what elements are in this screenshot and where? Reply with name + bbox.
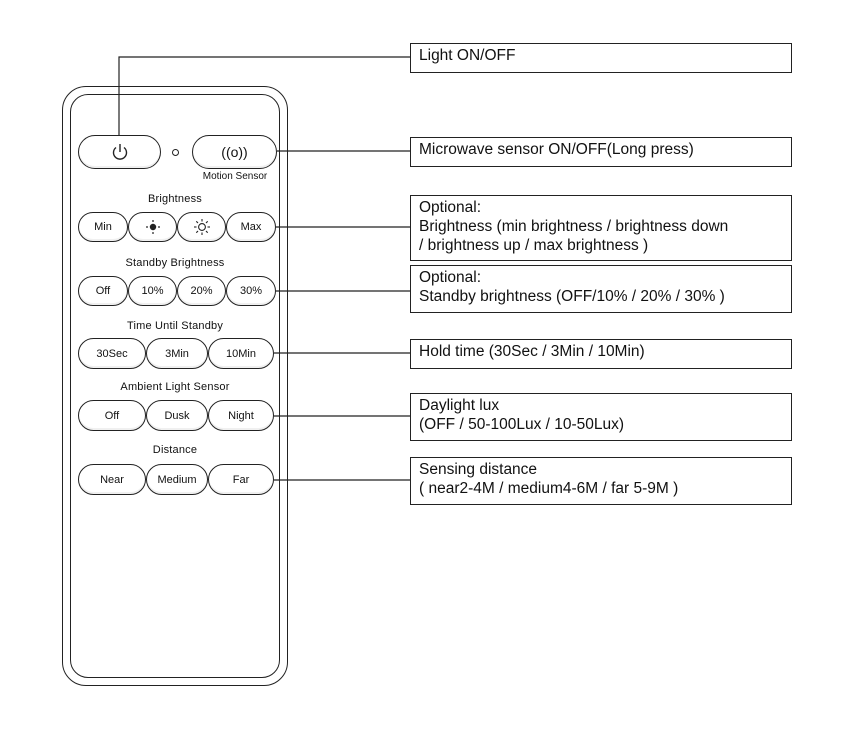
time-title: Time Until Standby — [126, 320, 224, 332]
indicator-led — [172, 149, 179, 156]
ambient-night-button[interactable]: Night — [208, 400, 274, 431]
ambient-dusk-button[interactable]: Dusk — [146, 400, 208, 431]
motion-sensor-icon: ((o)) — [221, 144, 248, 160]
callout-microwave: Microwave sensor ON/OFF(Long press) — [410, 137, 792, 167]
distance-far-button[interactable]: Far — [208, 464, 274, 495]
callout-hold: Hold time (30Sec / 3Min / 10Min) — [410, 339, 792, 369]
distance-medium-button[interactable]: Medium — [146, 464, 208, 495]
motion-sensor-button[interactable]: ((o)) — [192, 135, 277, 169]
distance-row: Near Medium Far — [78, 464, 276, 495]
distance-near-button[interactable]: Near — [78, 464, 146, 495]
distance-title: Distance — [152, 444, 198, 456]
sun-filled-icon — [145, 220, 160, 234]
callout-standby: Optional: Standby brightness (OFF/10% / … — [410, 265, 792, 313]
power-icon — [112, 144, 127, 160]
ambient-title: Ambient Light Sensor — [120, 381, 230, 393]
brightness-row: Min Max — [78, 212, 276, 242]
standby-row: Off 10% 20% 30% — [78, 276, 276, 306]
brightness-up-button[interactable] — [177, 212, 226, 242]
brightness-title: Brightness — [148, 193, 202, 205]
standby-20-button[interactable]: 20% — [177, 276, 226, 306]
callout-brightness: Optional: Brightness (min brightness / b… — [410, 195, 792, 261]
time-30sec-button[interactable]: 30Sec — [78, 338, 146, 369]
time-3min-button[interactable]: 3Min — [146, 338, 208, 369]
motion-sensor-label: Motion Sensor — [202, 171, 268, 182]
callout-sensing: Sensing distance ( near2-4M / medium4-6M… — [410, 457, 792, 505]
brightness-min-button[interactable]: Min — [78, 212, 128, 242]
standby-10-button[interactable]: 10% — [128, 276, 177, 306]
standby-title: Standby Brightness — [125, 257, 225, 269]
power-button[interactable] — [78, 135, 161, 169]
standby-off-button[interactable]: Off — [78, 276, 128, 306]
ambient-off-button[interactable]: Off — [78, 400, 146, 431]
sun-outline-icon — [193, 219, 210, 235]
brightness-max-button[interactable]: Max — [226, 212, 276, 242]
remote-body — [62, 86, 288, 686]
brightness-down-button[interactable] — [128, 212, 177, 242]
remote-inner-bezel — [70, 94, 280, 678]
time-10min-button[interactable]: 10Min — [208, 338, 274, 369]
callout-light: Light ON/OFF — [410, 43, 792, 73]
ambient-row: Off Dusk Night — [78, 400, 276, 431]
standby-30-button[interactable]: 30% — [226, 276, 276, 306]
callout-daylight: Daylight lux (OFF / 50-100Lux / 10-50Lux… — [410, 393, 792, 441]
time-row: 30Sec 3Min 10Min — [78, 338, 276, 369]
